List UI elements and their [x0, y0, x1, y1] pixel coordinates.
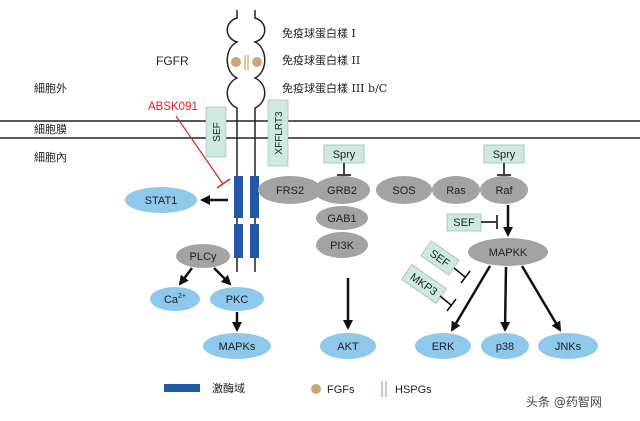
xfflrt3-membrane-label: XFFLRT3 [274, 111, 285, 155]
ras-node [432, 176, 480, 204]
erk-node [415, 333, 471, 359]
pi3k-node [316, 232, 368, 258]
grb2-node [314, 176, 370, 204]
raf-label: Raf [495, 185, 513, 197]
inhibition-sef-diagonal-stem [453, 267, 466, 278]
arrow-mapkk-to-erk [450, 265, 492, 332]
sef-diagonal-box: SEF [420, 240, 460, 276]
inhibition-sef-right [481, 215, 498, 229]
intracellular-label: 細胞內 [34, 151, 67, 164]
ig-domain-3-label: 免疫球蛋白樣 III b/C [282, 81, 387, 95]
p38-node [481, 333, 529, 359]
legend-hspg-label: HSPGs [395, 384, 432, 396]
xfflrt3-membrane-box [267, 99, 289, 167]
fgfr-label: FGFR [156, 54, 189, 68]
absk091-inhibit-line [175, 115, 224, 185]
frs2-node [258, 176, 322, 204]
mkp3-diagonal-box: MKP3 [401, 264, 447, 304]
arrow-mapkk-to-jnks [520, 265, 562, 332]
stat1-label: STAT1 [145, 195, 178, 207]
legend-fgf-label: FGFs [327, 384, 355, 396]
arrow-plcy-to-ca [178, 267, 193, 286]
ca-label: Ca2+ [164, 293, 186, 306]
arrow-mapkk-to-p38 [500, 266, 511, 332]
frs2-label: FRS2 [276, 185, 304, 197]
pkc-node [210, 287, 264, 311]
fgf-ligand-right [252, 57, 262, 67]
gab1-label: GAB1 [327, 213, 356, 225]
akt-node [320, 333, 376, 359]
inhibition-sef-diagonal [453, 267, 471, 284]
legend-kinase-label: 激酶域 [212, 381, 245, 395]
inhibition-spry-right [497, 163, 511, 176]
extracellular-label: 細胞外 [34, 82, 67, 95]
inhibition-mkp3-diagonal-stem [439, 295, 452, 306]
mapks-node [203, 333, 271, 359]
absk091-inhibit-bar [216, 178, 231, 189]
kinase-domain-left-upper [234, 176, 243, 218]
inhibition-mkp3-diagonal-bar [446, 298, 457, 312]
fgfr-receptor [226, 10, 266, 272]
kinase-domain-right-upper [250, 176, 259, 218]
pi3k-label: PI3K [330, 240, 355, 252]
stat1-node [125, 187, 197, 213]
erk-label: ERK [432, 341, 455, 353]
raf-node [480, 176, 528, 204]
inhibition-spry-left [337, 163, 351, 176]
ca-superscript: 2+ [178, 293, 186, 300]
ca-text: Ca [164, 294, 179, 306]
kinase-domain-left-lower [234, 224, 243, 258]
ig-domain-1-label: 免疫球蛋白樣 I [282, 26, 356, 40]
sos-node [376, 176, 432, 204]
legend-kinase-swatch [164, 384, 200, 392]
absk091-label: ABSK091 [148, 101, 198, 113]
ras-label: Ras [446, 185, 466, 197]
watermark: 头条 @药智网 [526, 394, 602, 409]
kinase-domain-right-lower [250, 224, 259, 258]
membrane-label: 細胞膜 [34, 123, 67, 136]
ig-domain-2-label: 免疫球蛋白樣 II [282, 53, 360, 67]
plcy-node [176, 244, 230, 268]
mapks-label: MAPKs [219, 341, 256, 353]
ca-node [150, 287, 200, 311]
sos-label: SOS [392, 185, 415, 197]
inhibition-mkp3-diagonal [439, 295, 457, 312]
arrow-plcy-to-pkc [213, 267, 232, 286]
spry-label-right: Spry [493, 149, 516, 161]
pkc-label: PKC [226, 294, 249, 306]
sef-label-right: SEF [453, 217, 475, 229]
p38-label: p38 [496, 341, 514, 353]
akt-label: AKT [337, 341, 359, 353]
mapkk-node [468, 238, 548, 266]
jnks-label: JNKs [555, 341, 582, 353]
sef-membrane-box [205, 106, 227, 158]
inhibition-sef-diagonal-bar [460, 270, 471, 284]
fgf-ligand-left [231, 57, 241, 67]
grb2-label: GRB2 [327, 185, 357, 197]
sef-diagonal-rect [420, 240, 460, 276]
legend-fgf-swatch [311, 384, 321, 394]
spry-label-left: Spry [333, 149, 356, 161]
plcy-label: PLCy [190, 251, 217, 263]
sef-membrane-label: SEF [212, 122, 223, 141]
gab1-node [316, 206, 368, 230]
jnks-node [538, 333, 598, 359]
mapkk-label: MAPKK [489, 247, 528, 259]
